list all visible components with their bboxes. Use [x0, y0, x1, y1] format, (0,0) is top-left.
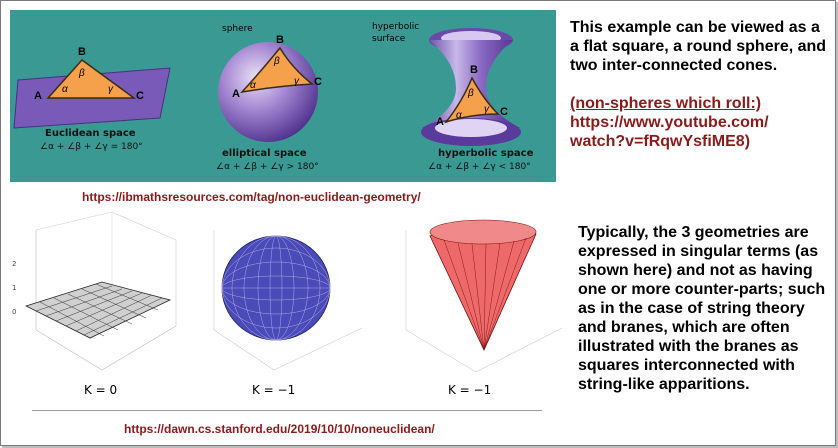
elliptical-formula: ∠α + ∠β + ∠γ > 180° — [216, 162, 319, 172]
hyperbolic-angle-alpha: α — [456, 110, 462, 121]
hyperbolic-caption: hyperbolic space — [438, 148, 534, 159]
hyperbolic-formula: ∠α + ∠β + ∠γ < 180° — [428, 162, 531, 172]
euclidean-formula: ∠α + ∠β + ∠γ = 180° — [40, 142, 143, 152]
video-link-url-line1[interactable]: https://www.youtube.com/ — [570, 114, 769, 131]
hyperbolic-vertex-b: B — [470, 64, 478, 76]
euclid-angle-beta: β — [79, 68, 85, 79]
hyperbolic-tag-line1: hyperbolic — [372, 22, 420, 32]
source-link-bottom[interactable]: https://dawn.cs.stanford.edu/2019/10/10/… — [124, 422, 435, 436]
euclid-angle-gamma: γ — [108, 84, 113, 95]
sphere-angle-gamma: γ — [294, 76, 299, 87]
sphere-vertex-b: B — [276, 34, 284, 46]
divider-line — [32, 410, 542, 411]
plot-label-cone: K = −1 — [448, 383, 492, 397]
sphere-plot — [213, 230, 363, 371]
source-link-top[interactable]: https://ibmathsresources.com/tag/non-euc… — [82, 190, 421, 204]
plot-label-sphere: K = −1 — [252, 383, 296, 397]
plot-label-flat: K = 0 — [84, 383, 118, 397]
geometry-illustration-panel: A B C α β γ Euclidean space ∠α + ∠β + ∠γ… — [10, 10, 556, 182]
sphere-tag: sphere — [222, 24, 253, 34]
euclid-vertex-a: A — [34, 90, 42, 102]
svg-text:2: 2 — [12, 260, 16, 268]
hyperbolic-triangle — [443, 76, 500, 124]
euclidean-triangle — [46, 58, 137, 99]
video-link-label[interactable]: (non-spheres which roll:) — [570, 95, 762, 112]
hyperbolic-angle-beta: β — [468, 88, 474, 99]
svg-text:1: 1 — [12, 284, 16, 292]
sphere-vertex-a: A — [232, 88, 240, 100]
description-top-text: This example can be viewed as a a flat s… — [570, 19, 827, 74]
video-link-url-line2[interactable]: watch?v=fRqwYsfiME8) — [570, 133, 751, 150]
sphere-triangle — [239, 46, 314, 94]
flat-plot: 2 1 0 — [12, 211, 177, 371]
hyperbolic-tag-line2: surface — [372, 34, 406, 44]
sphere-vertex-c: C — [314, 76, 322, 88]
svg-text:0: 0 — [12, 308, 16, 316]
curvature-plots: 2 1 0 — [12, 211, 563, 373]
flat-mesh — [35, 283, 163, 337]
cone-plot — [405, 219, 563, 373]
sphere-angle-alpha: α — [250, 80, 256, 91]
euclid-vertex-b: B — [78, 46, 86, 58]
hyperbolic-angle-gamma: γ — [484, 104, 489, 115]
sphere-angle-beta: β — [274, 56, 280, 67]
hyperbolic-vertex-a: A — [436, 116, 444, 128]
description-bottom: Typically, the 3 geometries are expresse… — [578, 224, 826, 393]
elliptical-caption: elliptical space — [222, 148, 307, 159]
euclid-vertex-c: C — [136, 90, 144, 102]
description-top: This example can be viewed as a a flat s… — [570, 18, 832, 151]
hyperbolic-vertex-c: C — [500, 106, 508, 118]
euclidean-caption: Euclidean space — [45, 128, 136, 139]
euclid-angle-alpha: α — [62, 84, 68, 95]
geometry-illustration — [13, 28, 521, 146]
